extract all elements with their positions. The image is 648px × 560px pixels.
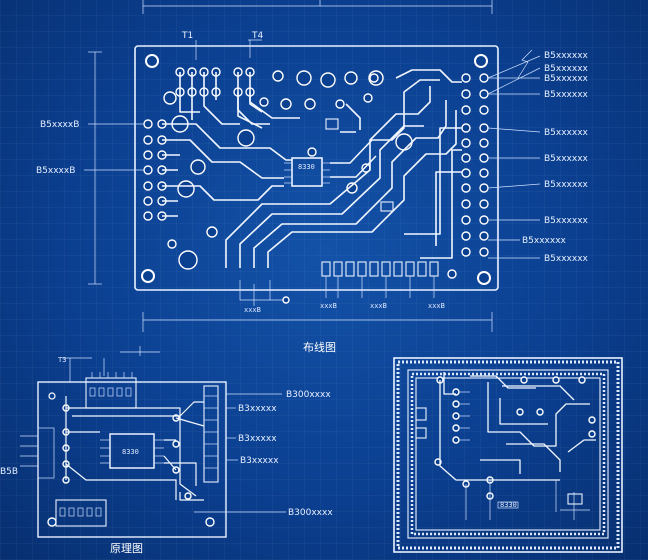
board-right-label-1: B5xxxxxx — [544, 51, 589, 61]
schematic-side-label-4: B3xxxxx — [240, 456, 279, 466]
schematic-chip-label: 8330 — [122, 448, 139, 456]
board-right-label-4: B5xxxxxx — [544, 90, 589, 100]
board-right-label-6: B5xxxxxx — [544, 154, 589, 164]
board-chip-label: 8330 — [298, 163, 315, 171]
board-right-label-7: B5xxxxxx — [544, 180, 589, 190]
board-left-label-2: B5xxxxB — [36, 166, 75, 176]
board-caption: 布线图 — [303, 340, 336, 354]
board-label-t4: T4 — [251, 31, 263, 41]
detail-chip-label: 8330 — [500, 501, 517, 509]
board-left-label-1: B5xxxxB — [40, 120, 79, 130]
board-right-label-3: B5xxxxxx — [544, 74, 589, 84]
schematic-side-label-2: B3xxxxx — [238, 404, 277, 414]
main-board: T1 T4 — [36, 0, 589, 354]
board-bottom-label-3: xxxB — [370, 302, 387, 310]
board-right-label-9: B5xxxxxx — [522, 236, 567, 246]
board-bottom-label-2: xxxB — [320, 302, 337, 310]
board-right-label-10: B5xxxxxx — [544, 254, 589, 264]
schematic-side-label-1: B300xxxx — [286, 390, 331, 400]
schematic-top-label: T3 — [58, 356, 66, 364]
schematic-left-label: B5B — [0, 467, 18, 477]
board-right-label-5: B5xxxxxx — [544, 128, 589, 138]
schematic-caption: 原理图 — [110, 542, 143, 555]
schematic: T3 8330 — [0, 346, 333, 555]
schematic-side-label-3: B3xxxxx — [238, 434, 277, 444]
board-bottom-label-4: xxxB — [428, 302, 445, 310]
board-label-t1: T1 — [181, 31, 193, 41]
schematic-side-label-5: B300xxxx — [288, 508, 333, 518]
board-right-label-2: B5xxxxxx — [544, 64, 589, 74]
detail-board: 8330 — [393, 357, 623, 553]
board-bottom-label-1: xxxB — [244, 306, 261, 314]
board-right-label-8: B5xxxxxx — [544, 216, 589, 226]
